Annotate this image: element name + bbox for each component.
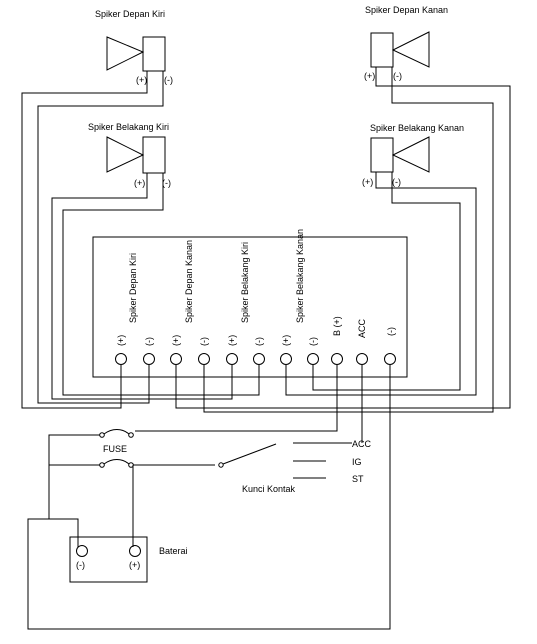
- speaker-front-right-label: Spiker Depan Kanan: [365, 5, 448, 15]
- speaker-front-right-cone-icon: [391, 31, 430, 68]
- ignition-label: Kunci Kontak: [242, 484, 296, 494]
- terminal-3: [170, 353, 182, 365]
- battery-label: Baterai: [159, 546, 188, 556]
- terminal-ground: [384, 353, 396, 365]
- power-wiring: [27, 365, 391, 630]
- battery-terminal-minus: [76, 545, 88, 557]
- pin-label-4: (-): [199, 337, 209, 346]
- terminal-7: [280, 353, 292, 365]
- ignition-position-st: ST: [352, 474, 364, 484]
- speaker-wiring: [21, 72, 511, 413]
- battery-terminal-plus: [129, 545, 141, 557]
- pin-label-ground: (-): [386, 327, 396, 336]
- terminal-2: [143, 353, 155, 365]
- speaker-front-left-label: Spiker Depan Kiri: [95, 9, 165, 19]
- head-unit-group-rear-left: Spiker Belakang Kiri: [240, 242, 250, 323]
- speaker-rear-left-minus: (-): [162, 178, 171, 188]
- speaker-front-right: Spiker Depan Kanan (+) (-): [364, 5, 448, 81]
- fuse-1-icon: [103, 429, 130, 435]
- fuse-2-icon: [103, 459, 130, 465]
- speaker-rear-left-label: Spiker Belakang Kiri: [88, 122, 169, 132]
- ignition-position-ig: IG: [352, 457, 362, 467]
- ignition-switch-blade: [222, 443, 277, 465]
- speaker-rear-right-label: Spiker Belakang Kanan: [370, 123, 464, 133]
- terminal-1: [115, 353, 127, 365]
- fuse-2-terminal-left: [99, 462, 105, 468]
- head-unit-group-front-right: Spiker Depan Kanan: [184, 240, 194, 323]
- pin-label-7: (+): [281, 335, 291, 346]
- pin-label-6: (-): [254, 337, 264, 346]
- terminal-acc: [356, 353, 368, 365]
- head-unit-group-rear-right: Spiker Belakang Kanan: [295, 229, 305, 323]
- head-unit-box: [92, 236, 408, 378]
- speaker-rear-left: Spiker Belakang Kiri (+) (-): [88, 122, 171, 188]
- battery-body: [69, 536, 148, 583]
- pin-label-5: (+): [227, 335, 237, 346]
- speaker-front-left-plus: (+): [136, 75, 147, 85]
- pin-label-acc: ACC: [357, 318, 367, 338]
- head-unit-group-front-left: Spiker Depan Kiri: [128, 253, 138, 323]
- speaker-front-left: Spiker Depan Kiri (+) (-): [95, 9, 173, 85]
- battery-plus-label: (+): [129, 560, 140, 570]
- speaker-front-left-cone-icon: [106, 36, 145, 71]
- ignition-position-acc: ACC: [352, 439, 372, 449]
- speaker-front-left-minus: (-): [164, 75, 173, 85]
- speaker-rear-right: Spiker Belakang Kanan (+) (-): [362, 123, 464, 187]
- head-unit-terminals: [115, 353, 396, 365]
- speaker-front-right-magnet: [370, 32, 394, 68]
- pin-label-2: (-): [144, 337, 154, 346]
- terminal-8: [307, 353, 319, 365]
- fuse-label: FUSE: [103, 444, 127, 454]
- battery: (-) (+): [69, 536, 148, 583]
- speaker-rear-right-magnet: [370, 137, 394, 173]
- speaker-front-right-plus: (+): [364, 71, 375, 81]
- terminal-4: [198, 353, 210, 365]
- speaker-rear-right-minus: (-): [392, 177, 401, 187]
- terminal-b-plus: [331, 353, 343, 365]
- speaker-rear-left-plus: (+): [134, 178, 145, 188]
- speaker-front-left-magnet: [142, 36, 166, 72]
- ignition-pivot: [218, 462, 224, 468]
- speaker-front-right-minus: (-): [393, 71, 402, 81]
- battery-minus-label: (-): [76, 560, 85, 570]
- pin-label-3: (+): [171, 335, 181, 346]
- speaker-rear-left-magnet: [142, 136, 166, 174]
- pin-label-8: (-): [308, 337, 318, 346]
- terminal-5: [226, 353, 238, 365]
- pin-label-1: (+): [116, 335, 126, 346]
- fuse-1-terminal-right: [128, 432, 134, 438]
- fuse-1-terminal-left: [99, 432, 105, 438]
- pin-label-b-plus: B (+): [332, 316, 342, 336]
- terminal-6: [253, 353, 265, 365]
- speaker-rear-right-plus: (+): [362, 177, 373, 187]
- speaker-rear-right-cone-icon: [391, 136, 430, 173]
- speaker-rear-left-cone-icon: [106, 136, 145, 173]
